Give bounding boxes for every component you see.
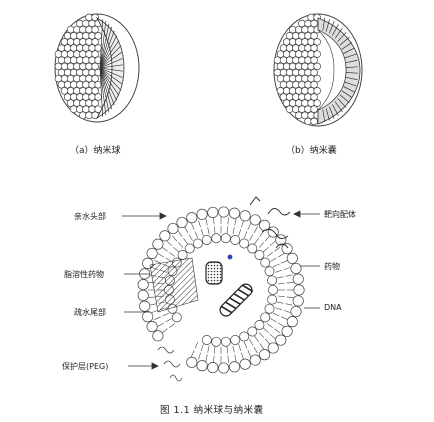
label-drug: 药物 bbox=[324, 262, 340, 271]
caption-nanocapsule: （b）纳米囊 bbox=[286, 146, 337, 156]
nanocapsule-cross-section bbox=[122, 196, 320, 382]
nanocapsule-illustration bbox=[273, 13, 363, 127]
label-hydrophilic-head: 亲水头部 bbox=[74, 212, 106, 221]
figure-caption: 图 1.1 纳米球与纳米囊 bbox=[160, 405, 264, 416]
label-peg-layer: 保护层(PEG) bbox=[62, 362, 109, 371]
lipophilic-drug-region bbox=[149, 257, 199, 313]
label-dna: DNA bbox=[324, 303, 342, 312]
label-targeting-ligand: 靶向配体 bbox=[324, 210, 356, 219]
nanosphere-illustration bbox=[54, 13, 140, 123]
dna-helix bbox=[219, 283, 254, 317]
targeting-ligands bbox=[249, 196, 291, 249]
caption-nanosphere: （a）纳米球 bbox=[70, 146, 121, 156]
peg-chains bbox=[157, 346, 183, 382]
drug-dot bbox=[227, 254, 233, 260]
label-lipophilic-drug: 脂溶性药物 bbox=[64, 270, 104, 279]
label-hydrophobic-tail: 疏水尾部 bbox=[74, 308, 106, 317]
drug-particle bbox=[205, 261, 223, 285]
